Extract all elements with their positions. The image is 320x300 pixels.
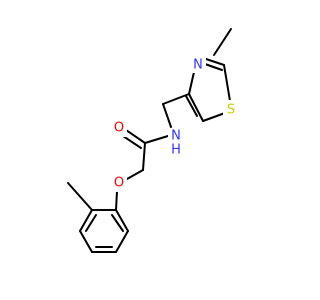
bond-bz-inner-c xyxy=(111,214,124,232)
bond-layer xyxy=(67,28,232,253)
bond-bz-5-6 xyxy=(115,230,129,253)
bond-thz-s1-c5 xyxy=(202,112,226,122)
atom-bg-n-thiazole xyxy=(190,55,206,73)
atom-label-layer: N S N H O O xyxy=(111,55,239,192)
bond-ch2-o xyxy=(126,169,144,180)
atom-n-amide: N xyxy=(171,129,181,144)
bond-bz-inner-a xyxy=(85,214,97,232)
atom-bg-s-thiazole xyxy=(223,100,239,118)
atom-h-amide: H xyxy=(171,143,181,158)
atom-n-thiazole: N xyxy=(193,58,203,73)
atom-s-thiazole: S xyxy=(227,103,235,118)
bond-thz-c2-n3-a xyxy=(202,57,225,66)
atom-bg-n-amide xyxy=(168,128,184,146)
bond-ch2-thz xyxy=(162,93,190,105)
bond-bz-2-3 xyxy=(79,209,93,232)
bond-co-double-b xyxy=(122,135,142,149)
bond-co-double-a xyxy=(125,129,146,144)
bond-thz-c2-n3-b xyxy=(204,63,223,71)
bond-bz-methyl xyxy=(67,182,93,211)
bond-thz-methyl xyxy=(213,28,232,56)
bond-thz-c4-n3 xyxy=(188,71,195,95)
molecule-structure: N S N H O O xyxy=(67,28,239,253)
bond-n-carbonyl xyxy=(144,135,169,144)
bond-o-aryl xyxy=(115,190,118,211)
bond-c-ch2 xyxy=(142,142,146,171)
atom-bg-o-ether xyxy=(111,174,127,192)
atom-bg-o-carbonyl xyxy=(111,119,127,137)
bond-thz-c2-s1 xyxy=(223,64,231,102)
bond-bz-3-4 xyxy=(79,230,93,253)
bond-ch2-n xyxy=(162,103,172,128)
bond-bz-6-1 xyxy=(115,209,129,232)
atom-o-carbonyl: O xyxy=(114,121,124,136)
bond-thz-c5-c4-a xyxy=(188,93,204,122)
bond-thz-c5-c4-b xyxy=(185,95,198,117)
atom-o-ether: O xyxy=(114,176,124,191)
